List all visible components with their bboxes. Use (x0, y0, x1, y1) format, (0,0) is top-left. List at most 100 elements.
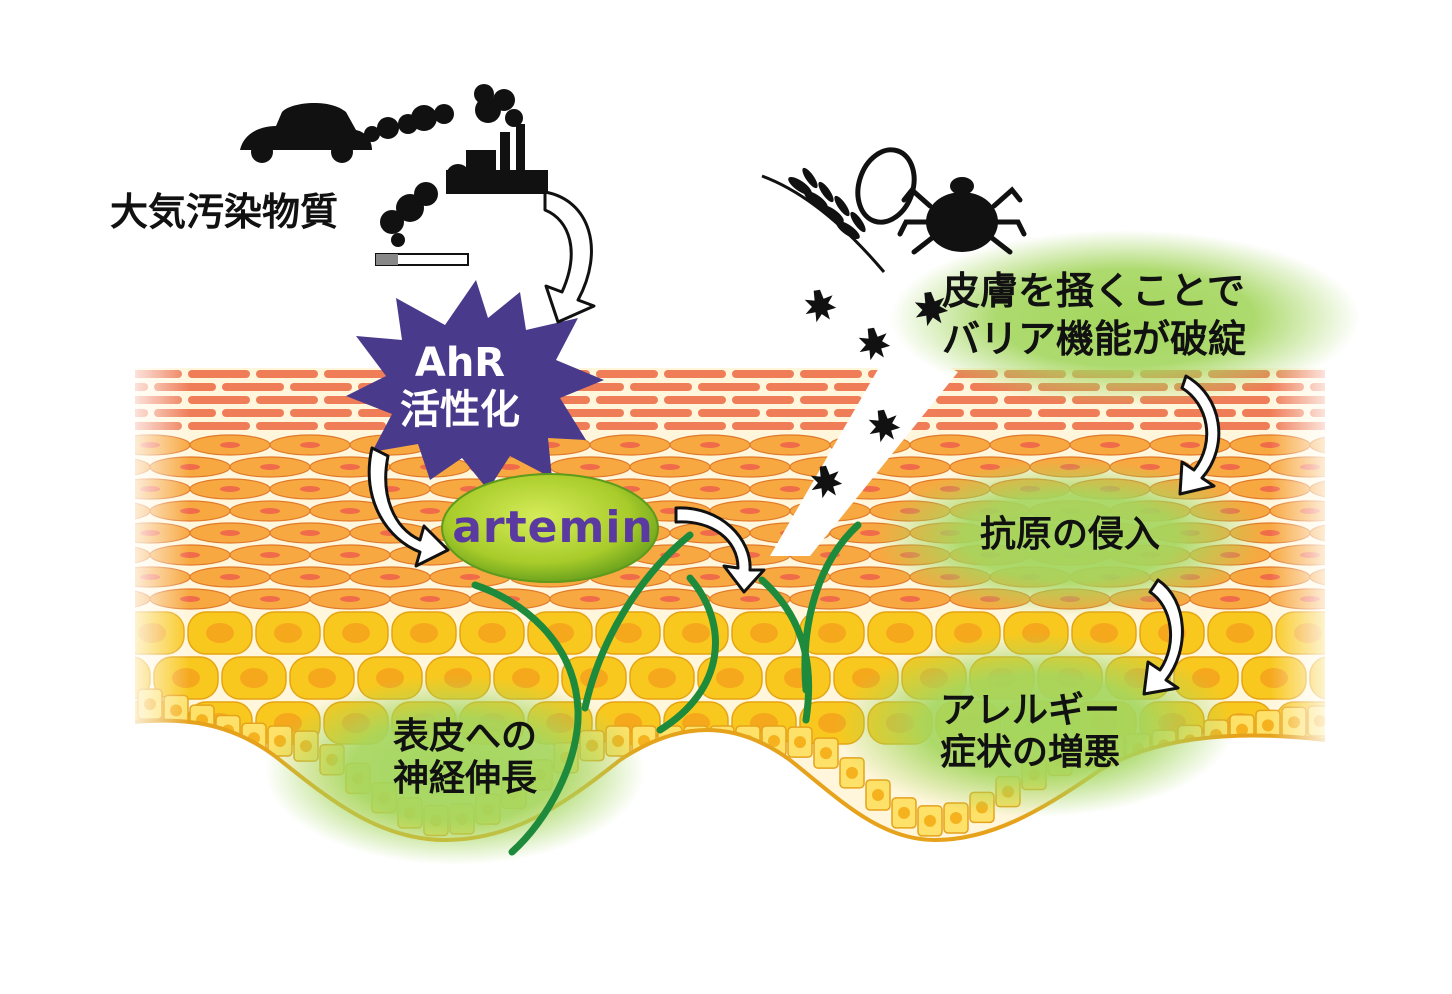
ahr-label: AhR 活性化 (360, 340, 560, 434)
granular-nucleus (700, 574, 720, 580)
corneum-cell (766, 383, 828, 391)
granular-nucleus (1340, 442, 1360, 448)
spinous-nucleus (342, 623, 370, 643)
smoke-icon (364, 104, 454, 142)
granular-nucleus (380, 574, 400, 580)
granular-nucleus (740, 596, 760, 602)
arrow-icon (543, 190, 596, 324)
granular-nucleus (1180, 442, 1200, 448)
granular-nucleus (1220, 596, 1240, 602)
spinous-nucleus (1362, 713, 1390, 733)
corneum-cell (732, 396, 794, 404)
spinous-nucleus (886, 623, 914, 643)
corneum-cell (222, 409, 284, 417)
granular-nucleus (780, 486, 800, 492)
corneum-cell (664, 422, 726, 430)
ahr-label-line2: 活性化 (400, 387, 520, 434)
granular-nucleus (500, 464, 520, 470)
barrier-glow (890, 230, 1360, 406)
granular-nucleus (260, 464, 280, 470)
granular-nucleus (860, 530, 880, 536)
smoke-icon (380, 182, 438, 247)
corneum-cell (222, 383, 284, 391)
granular-nucleus (900, 464, 920, 470)
arrows (367, 190, 1221, 696)
granular-nucleus (780, 442, 800, 448)
granular-nucleus (660, 596, 680, 602)
granular-nucleus (1100, 442, 1120, 448)
granular-cell (1350, 589, 1430, 609)
corneum-cell (596, 396, 658, 404)
basal-nucleus (846, 766, 858, 779)
granular-nucleus (340, 464, 360, 470)
granular-nucleus (220, 574, 240, 580)
nerve-glow (265, 675, 645, 865)
granular-nucleus (100, 464, 120, 470)
granular-nucleus (620, 442, 640, 448)
granular-cell (1350, 501, 1430, 521)
corneum-cell (562, 409, 624, 417)
basal-nucleus (1236, 723, 1248, 736)
granular-nucleus (660, 464, 680, 470)
corneum-cell (290, 409, 352, 417)
corneum-cell (732, 370, 794, 378)
spinous-nucleus (818, 623, 846, 643)
wheat-icon (761, 167, 886, 273)
barrier-breakdown-label: 皮膚を掻くことで バリア機能が破綻 (942, 268, 1246, 363)
artemin-label: artemin (452, 502, 654, 553)
granular-nucleus (420, 508, 440, 514)
granular-nucleus (1020, 442, 1040, 448)
corneum-cell (596, 370, 658, 378)
corneum-cell (1106, 409, 1168, 417)
basal-nucleus (950, 811, 962, 824)
allergy-label-line1: アレルギー (939, 690, 1120, 731)
granular-nucleus (260, 508, 280, 514)
spinous-nucleus (682, 623, 710, 643)
granular-nucleus (220, 486, 240, 492)
granular-nucleus (700, 442, 720, 448)
basal-nucleus (794, 736, 806, 749)
granular-cell (1350, 545, 1430, 565)
spinous-nucleus (716, 668, 744, 688)
granular-nucleus (580, 596, 600, 602)
granular-nucleus (100, 508, 120, 514)
granular-cell (1350, 457, 1430, 477)
corneum-cell (188, 396, 250, 404)
antigen-entry-label: 抗原の侵入 (979, 514, 1160, 555)
egg-icon (855, 147, 917, 225)
barrier-label-line2: バリア機能が破綻 (942, 316, 1247, 361)
corneum-cell (1038, 409, 1100, 417)
granular-nucleus (900, 596, 920, 602)
granular-nucleus (260, 552, 280, 558)
corneum-cell (324, 422, 386, 430)
corneum-cell (698, 383, 760, 391)
arrow-icon (1142, 578, 1184, 696)
antigen-star-icon (858, 327, 891, 361)
spinous-nucleus (206, 623, 234, 643)
nerve-fibers (471, 521, 862, 856)
corneum-cell (800, 396, 862, 404)
cigarette-icon (375, 253, 469, 266)
granular-nucleus (260, 596, 280, 602)
spinous-nucleus (478, 623, 506, 643)
granular-nucleus (420, 596, 440, 602)
arrow-icon (1178, 374, 1221, 496)
spinous-nucleus (648, 668, 676, 688)
factory-icon (446, 84, 548, 194)
granular-nucleus (300, 530, 320, 536)
granular-nucleus (340, 596, 360, 602)
granular-nucleus (1340, 486, 1360, 492)
allergy-glow (835, 633, 1235, 817)
corneum-cell (1140, 422, 1202, 430)
corneum-cell (1004, 422, 1066, 430)
antigen-glow (875, 460, 1265, 616)
granular-nucleus (1380, 508, 1400, 514)
antigen-star-icon (804, 289, 837, 323)
granular-nucleus (700, 486, 720, 492)
granular-nucleus (220, 442, 240, 448)
spinous-nucleus (1226, 623, 1254, 643)
corneum-cell (732, 422, 794, 430)
spinous-nucleus (308, 668, 336, 688)
